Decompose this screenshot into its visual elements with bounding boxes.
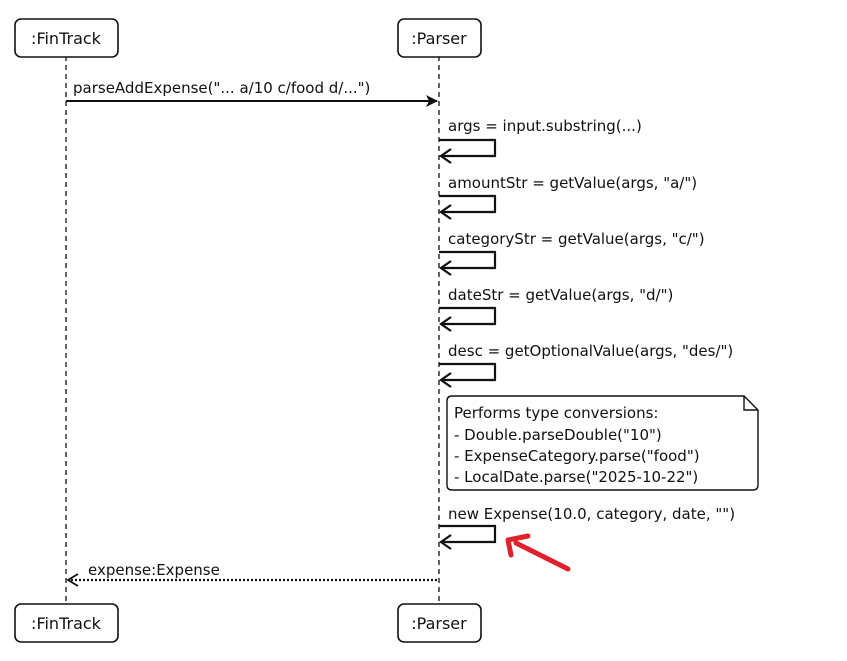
note-line: Performs type conversions: — [454, 404, 658, 422]
fintrack-participant-bottom: :FinTrack — [14, 603, 119, 643]
self-call-label: categoryStr = getValue(args, "c/") — [448, 230, 705, 248]
self-call-6: new Expense(10.0, category, date, "") — [439, 505, 735, 550]
self-call-1: args = input.substring(...) — [439, 117, 642, 164]
self-call-4: dateStr = getValue(args, "d/") — [439, 286, 673, 332]
return-message-label: expense:Expense — [88, 561, 220, 579]
fintrack-bottom-label: :FinTrack — [31, 614, 102, 633]
fintrack-top-label: :FinTrack — [31, 29, 102, 48]
self-call-2: amountStr = getValue(args, "a/") — [439, 174, 697, 220]
self-call-label: args = input.substring(...) — [448, 117, 642, 135]
note-line: - ExpenseCategory.parse("food") — [454, 447, 700, 465]
self-call-label: new Expense(10.0, category, date, "") — [448, 505, 735, 523]
self-call-3: categoryStr = getValue(args, "c/") — [439, 230, 705, 276]
self-call-5: desc = getOptionalValue(args, "des/") — [439, 342, 733, 388]
parser-participant-bottom: :Parser — [397, 603, 482, 643]
parser-participant-top: :Parser — [397, 18, 482, 58]
self-call-label: amountStr = getValue(args, "a/") — [448, 174, 697, 192]
note-line: - Double.parseDouble("10") — [454, 426, 662, 444]
parser-bottom-label: :Parser — [411, 614, 467, 633]
return-message: expense:Expense — [66, 561, 437, 587]
annotation-arrow — [505, 533, 571, 572]
call-message-label: parseAddExpense("... a/10 c/food d/...") — [73, 79, 370, 97]
note-line: - LocalDate.parse("2025-10-22") — [454, 468, 698, 486]
self-call-label: dateStr = getValue(args, "d/") — [448, 286, 673, 304]
call-message: parseAddExpense("... a/10 c/food d/...") — [66, 79, 438, 107]
self-call-label: desc = getOptionalValue(args, "des/") — [448, 342, 733, 360]
fintrack-participant-top: :FinTrack — [14, 18, 119, 58]
note: Performs type conversions: - Double.pars… — [446, 395, 759, 491]
parser-top-label: :Parser — [411, 29, 467, 48]
